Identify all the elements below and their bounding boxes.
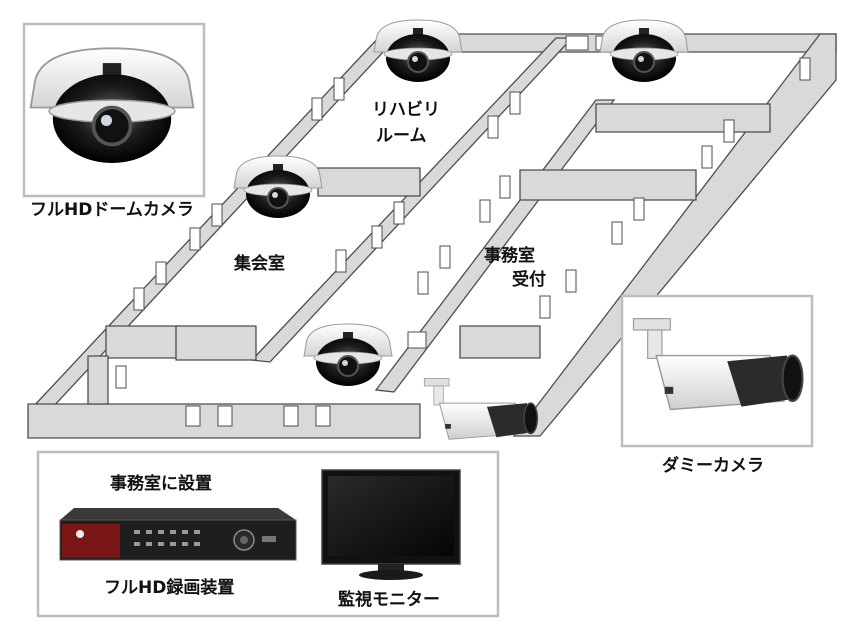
windows [115,35,811,427]
office-reception-label-line2: 受付 [512,270,546,290]
dome-camera-meeting [233,155,323,219]
recorder-icon [59,508,297,561]
office-reception-label-line1: 事務室 [484,246,535,266]
dome-camera-hallway [303,323,393,387]
recorder-caption: フルHD録画装置 [104,578,235,598]
rehab-room-label-line2: ルーム [376,126,427,146]
monitor-icon [321,469,461,580]
dome-camera-caption: フルHDドームカメラ [30,200,194,220]
dummy-camera-caption: ダミーカメラ [662,456,764,476]
meeting-room-label: 集会室 [234,254,285,274]
rehab-room-label-line1: リハビリ [372,100,440,120]
dome-camera-office [599,19,689,83]
bullet-camera-entrance [423,377,539,440]
dome-camera-rehab [373,19,463,83]
monitor-caption: 監視モニター [338,590,440,610]
office-install-label: 事務室に設置 [110,474,212,494]
